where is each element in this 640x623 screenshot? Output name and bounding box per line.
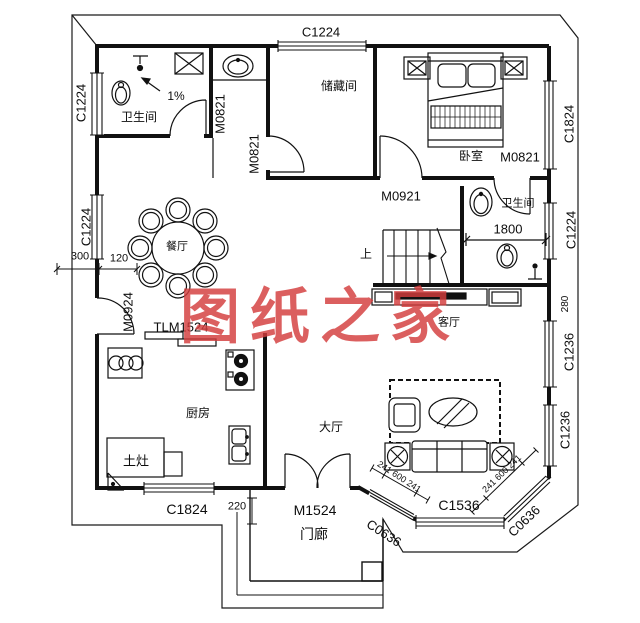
thin-lines — [211, 79, 462, 285]
window-label-c1536: C1536 — [438, 497, 480, 513]
living-furniture — [371, 288, 522, 473]
sofa — [411, 440, 488, 473]
dining-table — [127, 197, 229, 299]
room-label-earthen-stove: 土灶 — [122, 453, 150, 469]
dim-label-280: 280 — [560, 295, 571, 313]
dim-label-slope: 1% — [167, 89, 185, 103]
window-label-c1824-bottom: C1824 — [166, 501, 208, 517]
door-label-tlm1524: TLM1524 — [153, 319, 209, 335]
watermark: 图纸之家 — [180, 282, 460, 353]
dining-chairs — [127, 197, 229, 299]
bed — [427, 52, 504, 148]
door-label-m1524: M1524 — [293, 502, 337, 518]
room-label-storage: 储藏间 — [320, 79, 358, 93]
room-label-porch: 门廊 — [300, 526, 328, 542]
dimension-lines — [53, 263, 539, 515]
stairs-up-label: 上 — [359, 247, 373, 261]
room-label-kitchen: 厨房 — [185, 406, 211, 420]
dim-label-300: 300 — [70, 250, 90, 263]
tv-cabinet — [371, 288, 488, 306]
windows — [90, 40, 557, 529]
door-label-m0821-bath1: M0821 — [212, 94, 228, 134]
window-label-c1224-right: C1224 — [563, 210, 579, 250]
door-label-m0821-storage: M0821 — [246, 134, 262, 174]
dim-label-220: 220 — [227, 500, 247, 513]
bathroom1-fixtures — [111, 52, 254, 106]
room-label-bedroom: 卧室 — [458, 149, 484, 163]
dim-label-1800: 1800 — [493, 221, 523, 237]
stairs — [383, 227, 451, 288]
door-label-m0924: M0924 — [120, 292, 136, 332]
room-label-bathroom-2: 卫生间 — [501, 197, 535, 210]
window-label-c1224-left-bath: C1224 — [73, 83, 89, 123]
nightstand-left — [403, 56, 431, 80]
room-label-living: 客厅 — [438, 316, 460, 329]
porch — [236, 490, 384, 596]
window-label-c1236-lower: C1236 — [557, 410, 573, 450]
room-label-bathroom-1: 卫生间 — [120, 110, 158, 124]
window-label-c1224-top: C1224 — [301, 24, 341, 40]
window-label-c1824-right: C1824 — [561, 104, 577, 144]
coffee-table — [428, 397, 478, 427]
window-label-c1236-upper: C1236 — [561, 332, 577, 372]
door-label-m0921: M0921 — [381, 188, 421, 204]
room-label-dining: 餐厅 — [166, 240, 188, 253]
porch-column — [361, 561, 383, 582]
nightstand-right — [500, 56, 528, 80]
door-label-m0821-bath2: M0821 — [500, 149, 540, 165]
dim-label-120: 120 — [109, 252, 129, 265]
window-label-c1224-left-dining: C1224 — [78, 207, 94, 247]
doors — [96, 99, 531, 489]
bathroom2-fixtures — [461, 187, 551, 280]
room-label-hall: 大厅 — [318, 420, 344, 434]
kitchen-fixtures — [106, 347, 255, 491]
bedroom-furniture — [403, 52, 528, 148]
outer-border — [71, 14, 579, 609]
